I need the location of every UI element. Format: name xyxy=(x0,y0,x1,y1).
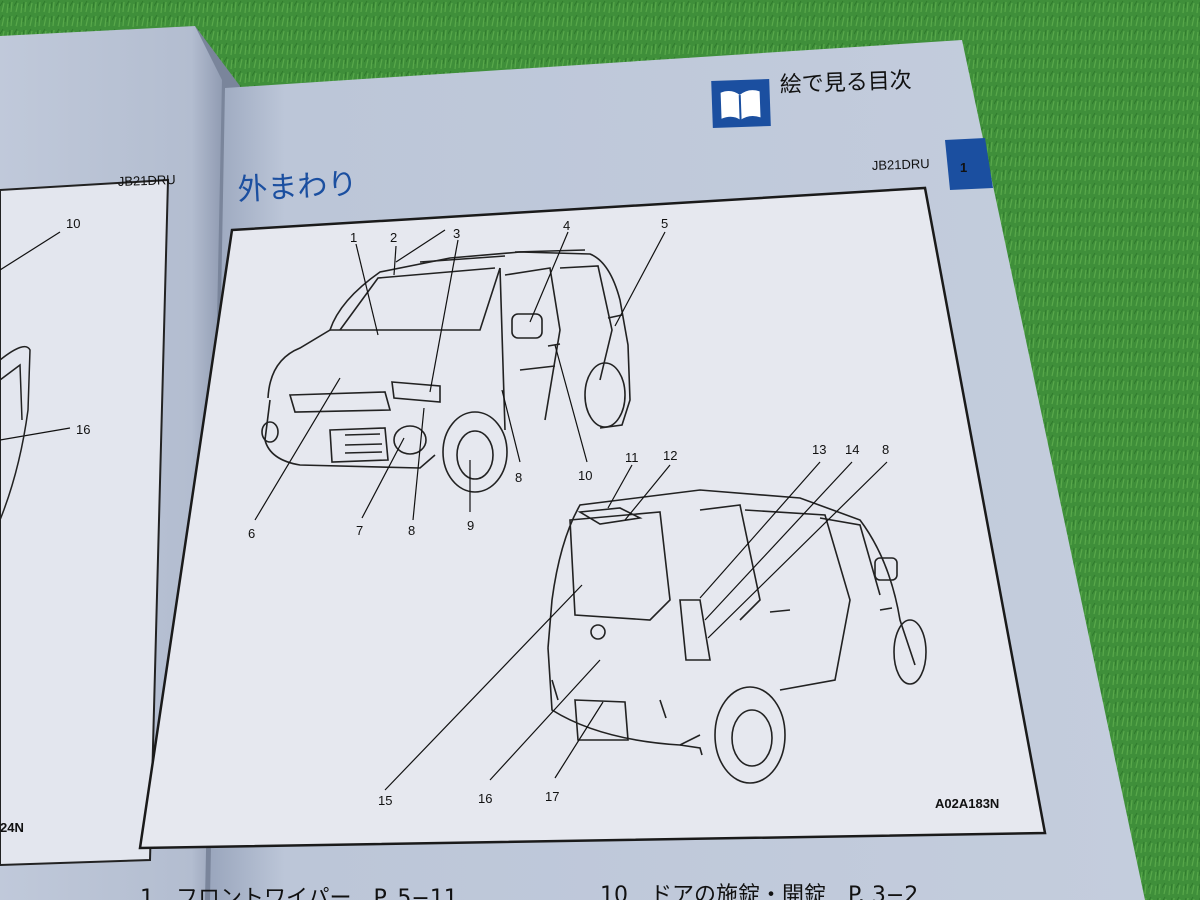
rear-car-illustration xyxy=(547,489,927,784)
footer-line-left: 1 フロントワイパー P. 5−11 xyxy=(140,886,458,900)
callout-rear-15: 15 xyxy=(378,793,392,808)
left-figure-id-fragment: 24N xyxy=(0,820,24,835)
footer-line-right: 10 ドアの施錠・開錠 P. 3−2 xyxy=(600,883,918,900)
callout-front-8b: 8 xyxy=(515,470,522,485)
page-code-left: JB21DRU xyxy=(118,172,176,189)
callout-rear-11: 11 xyxy=(625,450,639,465)
callout-front-7: 7 xyxy=(356,523,363,538)
callout-rear-14: 14 xyxy=(845,442,859,457)
callout-rear-17: 17 xyxy=(545,789,559,804)
callout-front-2: 2 xyxy=(390,230,397,245)
left-callout-16: 16 xyxy=(76,422,90,437)
left-figure-panel xyxy=(0,178,170,867)
callout-front-4: 4 xyxy=(563,218,570,233)
callout-front-6: 6 xyxy=(248,526,255,541)
callout-rear-12: 12 xyxy=(663,448,677,463)
callout-front-1: 1 xyxy=(350,230,357,245)
index-title: 絵で見る目次 xyxy=(779,68,912,98)
chapter-number: 1 xyxy=(960,160,967,175)
callout-front-3: 3 xyxy=(453,226,460,241)
callout-rear-13: 13 xyxy=(812,442,826,457)
callout-front-8a: 8 xyxy=(408,523,415,538)
left-page-car-fragment xyxy=(0,345,31,521)
callout-front-9: 9 xyxy=(467,518,474,533)
callout-front-10: 10 xyxy=(578,468,592,483)
chapter-tab xyxy=(945,138,993,190)
front-car-illustration xyxy=(261,249,631,493)
callout-rear-8: 8 xyxy=(882,442,889,457)
callout-front-5: 5 xyxy=(661,216,668,231)
left-callout-10: 10 xyxy=(66,216,80,231)
section-title: 外まわり xyxy=(237,167,359,208)
figure-id: A02A183N xyxy=(935,796,999,811)
callout-rear-16: 16 xyxy=(478,791,492,806)
page-code-right: JB21DRU xyxy=(872,156,930,173)
callout-leader-lines xyxy=(0,229,888,791)
